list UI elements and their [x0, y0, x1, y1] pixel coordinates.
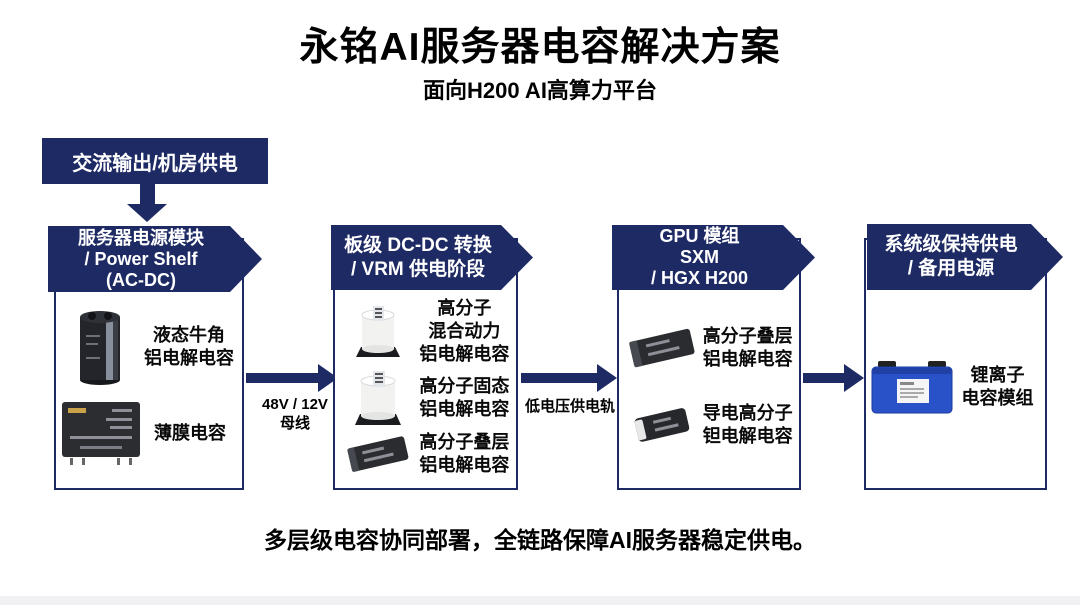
page-subtitle: 面向H200 AI高算力平台	[423, 78, 657, 103]
film-capacitor-image	[60, 400, 142, 466]
down-arrow-head-icon	[127, 204, 167, 222]
component-item: 高分子 混合动力 铝电解电容	[339, 297, 512, 366]
flow-arrow-label-low-voltage-rail: 低电压供电轨	[524, 398, 615, 415]
component-item: 导电高分子 钽电解电容	[623, 402, 795, 448]
flow-arrow-head-icon	[597, 364, 617, 392]
component-item: 薄膜电容	[60, 400, 238, 466]
down-arrow-icon	[140, 183, 155, 205]
stage-header-power-shelf: 服务器电源模块 / Power Shelf (AC-DC)	[48, 226, 262, 292]
smd-solid-capacitor-image	[339, 369, 417, 427]
flow-arrow-head-icon	[844, 364, 864, 392]
component-label: 高分子叠层 铝电解电容	[419, 431, 510, 475]
stage-header-dcdc-vrm: 板级 DC-DC 转换 / VRM 供电阶段	[331, 225, 533, 290]
component-label: 液态牛角 铝电解电容	[144, 324, 235, 368]
stage-header-backup-power: 系统级保持供电 / 备用电源	[867, 224, 1063, 290]
flow-arrow-icon	[803, 373, 844, 383]
component-item: 液态牛角 铝电解电容	[60, 307, 238, 387]
component-label: 高分子固态 铝电解电容	[419, 376, 510, 419]
component-item: 高分子叠层 铝电解电容	[339, 431, 512, 477]
stage-header-gpu-module: GPU 模组 SXM / HGX H200	[612, 225, 815, 290]
flow-arrow-icon	[521, 373, 597, 383]
component-label: 薄膜电容	[154, 422, 226, 443]
stacked-polymer-chip-image	[620, 322, 703, 373]
component-item: 高分子叠层 铝电解电容	[623, 325, 795, 371]
component-label: 高分子叠层 铝电解电容	[702, 325, 793, 369]
smd-hybrid-capacitor-image	[339, 303, 417, 359]
component-label: 导电高分子 钽电解电容	[702, 403, 793, 447]
flow-arrow-label-bus: 48V / 12V 母线	[262, 396, 328, 432]
flow-arrow-icon	[246, 373, 318, 383]
source-box-ac-input: 交流输出/机房供电	[42, 138, 268, 184]
footer-note: 多层级电容协同部署，全链路保障AI服务器稳定供电。	[264, 527, 816, 553]
bottom-bar	[0, 596, 1080, 605]
stacked-polymer-chip-image	[336, 429, 419, 478]
component-item: 锂离子 电容模组	[870, 359, 1041, 415]
source-box-label: 交流输出/机房供电	[72, 152, 238, 175]
tantalum-chip-image	[620, 401, 703, 450]
lithium-ion-module-image	[870, 359, 954, 415]
component-label: 高分子 混合动力 铝电解电容	[419, 297, 510, 364]
component-item: 高分子固态 铝电解电容	[339, 369, 512, 427]
snap-in-capacitor-image	[60, 307, 140, 387]
page-title: 永铭AI服务器电容解决方案	[299, 26, 781, 69]
component-label: 锂离子 电容模组	[961, 364, 1034, 408]
